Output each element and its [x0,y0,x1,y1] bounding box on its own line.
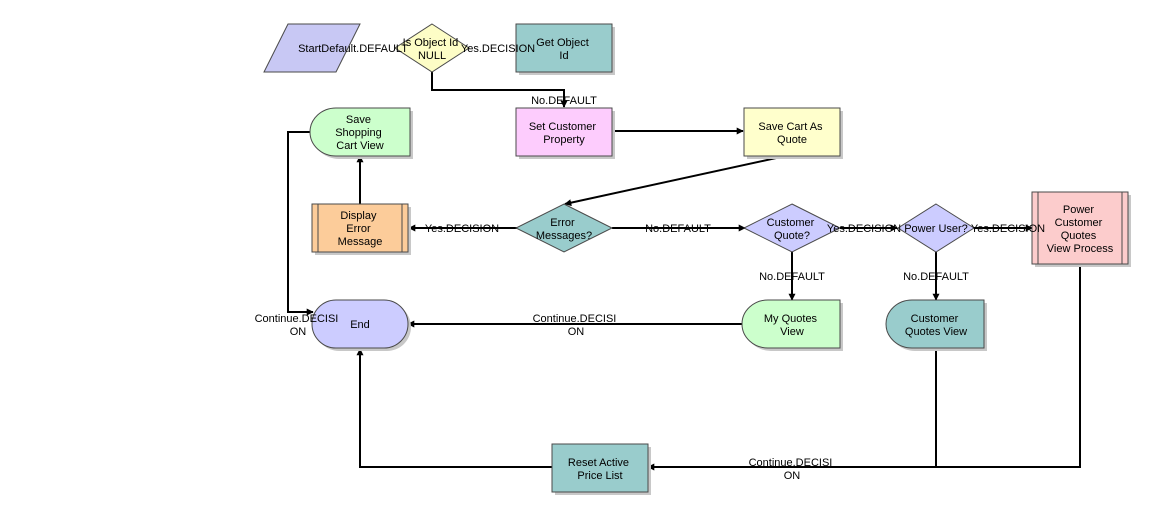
is-object-id-null-decision[interactable]: Is Object Id NULL [394,23,470,73]
set-customer-property-node[interactable]: Set Customer Property [515,107,615,159]
end-label: End [350,319,370,331]
edge-label-power-user-no: No.DEFAULT [903,271,969,283]
end-node[interactable]: End [311,299,411,351]
error-messages-label: Error Messages? [536,217,592,242]
edge-power-view-to-reset [647,264,1081,471]
reset-active-price-list-label: Reset Active Price List [568,457,632,482]
edge-save-quote-to-error-messages [564,154,791,207]
customer-quotes-view-node[interactable]: Customer Quotes View [885,299,987,351]
edge-label-start-default: StartDefault.DEFAULT [298,43,408,55]
power-customer-quotes-view-process-node[interactable]: Power Customer Quotes View Process [1031,191,1131,267]
edge-label-save-view-continue: Continue.DECISI ON [255,313,342,338]
edge-label-power-user-yes: Yes.DECISION [971,223,1045,235]
customer-quotes-view-label: Customer Quotes View [905,313,967,338]
display-error-message-node[interactable]: Display Error Message [311,203,411,255]
start-node[interactable] [263,23,361,73]
set-customer-property-label: Set Customer Property [529,121,599,146]
display-error-message-label: Display Error Message [338,210,383,248]
power-user-decision[interactable]: Power User? [897,203,975,253]
power-user-label: Power User? [904,223,968,235]
save-cart-as-quote-label: Save Cart As Quote [758,121,825,146]
save-cart-as-quote-node[interactable]: Save Cart As Quote [743,107,843,159]
edge-label-reset-continue: Continue.DECISI ON [749,457,836,482]
my-quotes-view-label: My Quotes View [764,313,820,338]
edge-label-error-yes: Yes.DECISION [425,223,499,235]
edge-labels: StartDefault.DEFAULT Yes.DECISION No.DEF… [255,43,1046,482]
is-object-id-null-label: Is Object Id NULL [403,37,462,62]
edge-label-my-quotes-continue: Continue.DECISI ON [533,313,620,338]
edge-save-view-to-end [287,131,314,316]
edges [287,72,1081,471]
edge-label-customer-quote-no: No.DEFAULT [759,271,825,283]
get-object-id-node[interactable]: Get Object Id [515,23,615,75]
nodes: Is Object Id NULL Get Object Id Set Cust… [263,23,1131,495]
edge-label-error-no: No.DEFAULT [645,223,711,235]
edge-label-null-no: No.DEFAULT [531,95,597,107]
error-messages-decision[interactable]: Error Messages? [514,203,614,253]
edge-label-customer-quote-yes: Yes.DECISION [827,223,901,235]
customer-quote-decision[interactable]: Customer Quote? [742,203,842,253]
save-shopping-cart-view-label: Save Shopping Cart View [335,114,385,152]
my-quotes-view-node[interactable]: My Quotes View [741,299,843,351]
edge-reset-to-end [356,348,552,468]
save-shopping-cart-view-node[interactable]: Save Shopping Cart View [309,107,413,159]
customer-quote-label: Customer Quote? [767,217,818,242]
edge-label-null-yes: Yes.DECISION [461,43,535,55]
power-customer-quotes-view-process-label: Power Customer Quotes View Process [1047,204,1114,255]
edge-null-to-set-property [431,72,568,108]
get-object-id-label: Get Object Id [536,37,592,62]
reset-active-price-list-node[interactable]: Reset Active Price List [551,443,651,495]
